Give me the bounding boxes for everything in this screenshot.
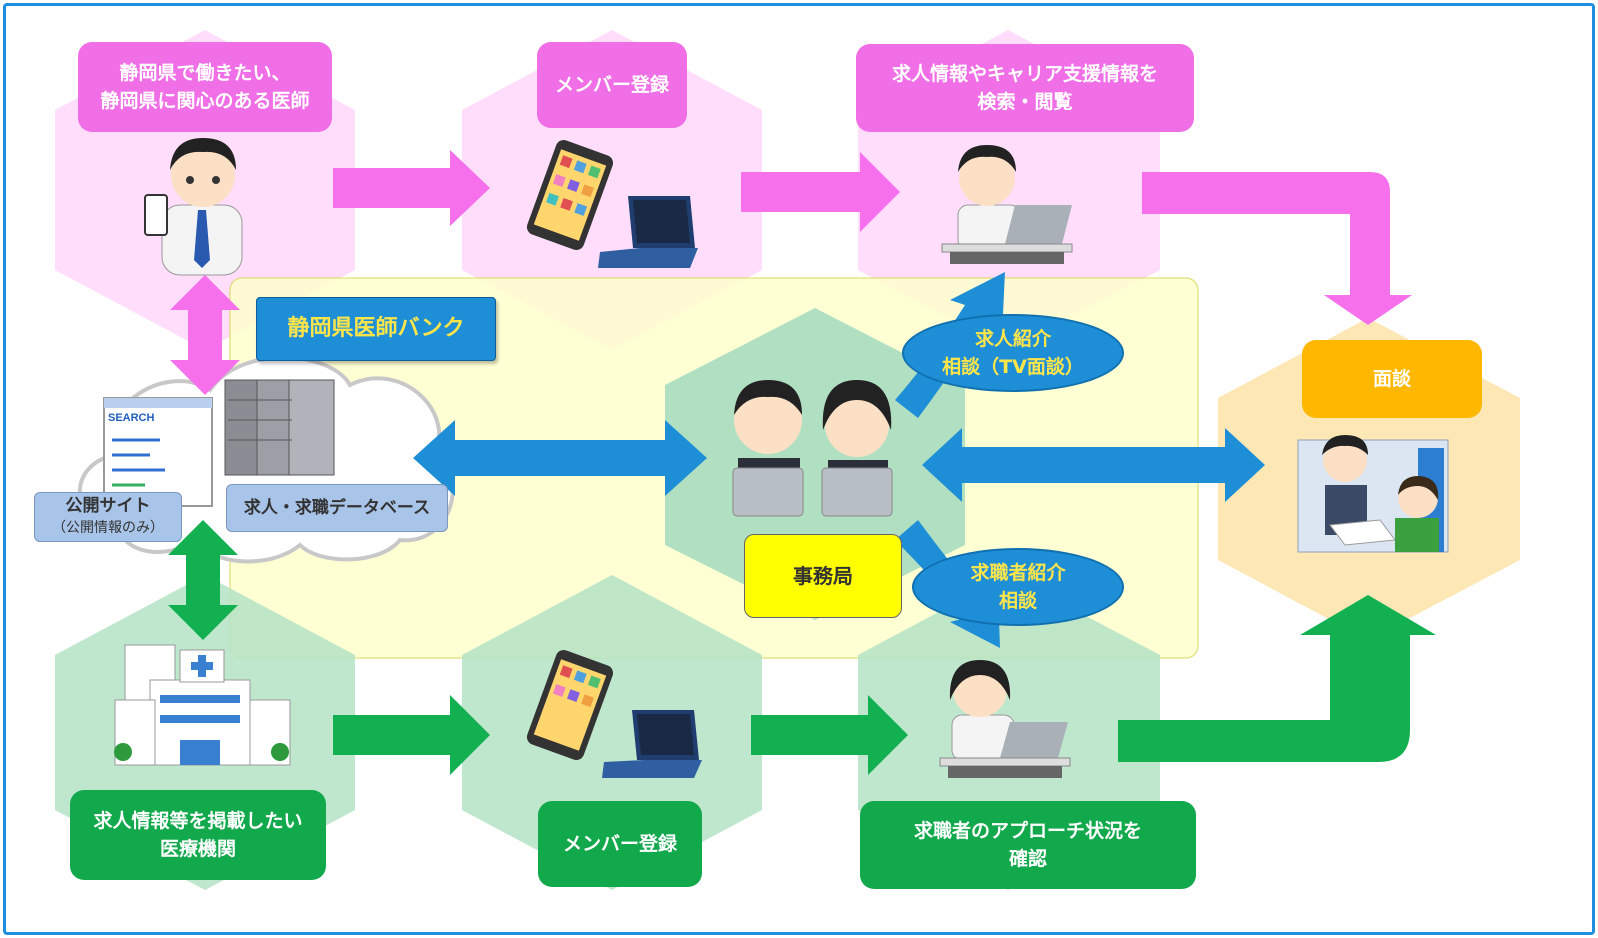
- arrow-pink-vertical: [170, 275, 240, 395]
- arrow-blue-secretariat-interview: [922, 428, 1265, 502]
- arrow-green-vertical: [168, 520, 238, 640]
- label-register-bottom: メンバー登録: [538, 801, 702, 887]
- arrow-pink-1: [333, 150, 490, 226]
- label-hospital: 求人情報等を掲載したい 医療機関: [70, 790, 326, 880]
- consult-bottom-bubble: 求職者紹介 相談: [912, 548, 1124, 626]
- arrow-pink-to-interview: [1142, 172, 1412, 325]
- label-search-info: 求人情報やキャリア支援情報を 検索・閲覧: [856, 44, 1194, 132]
- female-doctor-at-laptop-icon: [939, 660, 1071, 778]
- staff-icon: [732, 380, 893, 517]
- public-site-label: 公開サイト （公開情報のみ）: [34, 492, 182, 542]
- bank-title: 静岡県医師バンク: [256, 297, 496, 361]
- arrow-green-2: [751, 695, 908, 775]
- label-doctor: 静岡県で働きたい、 静岡県に関心のある医師: [78, 42, 332, 132]
- arrow-green-to-interview: [1118, 595, 1436, 762]
- hospital-icon: [114, 644, 291, 766]
- smartphone-icon: [526, 140, 614, 250]
- doctor-smartphone-icon: [144, 138, 243, 276]
- search-site-icon: SEARCH: [103, 397, 213, 507]
- svg-text:SEARCH: SEARCH: [108, 412, 155, 424]
- secretariat-label: 事務局: [744, 534, 902, 618]
- arrow-blue-db-secretariat: [413, 420, 707, 496]
- interview-label: 面談: [1302, 340, 1482, 418]
- label-confirm: 求職者のアプローチ状況を 確認: [860, 801, 1196, 889]
- arrow-pink-2: [741, 152, 900, 232]
- public-site-note: （公開情報のみ）: [52, 520, 164, 536]
- label-register-top: メンバー登録: [537, 42, 687, 128]
- interview-icon: [1297, 435, 1449, 553]
- doctor-at-laptop-icon: [941, 145, 1073, 264]
- public-site-title: 公開サイト: [65, 496, 151, 516]
- arrow-green-1: [333, 695, 490, 775]
- database-label: 求人・求職データベース: [226, 484, 448, 532]
- laptop-icon: [598, 196, 698, 268]
- laptop-icon-bottom: [602, 710, 702, 778]
- server-icon: [224, 379, 335, 476]
- smartphone-icon-bottom: [526, 650, 614, 760]
- consult-top-bubble: 求人紹介 相談（TV面談）: [902, 314, 1124, 392]
